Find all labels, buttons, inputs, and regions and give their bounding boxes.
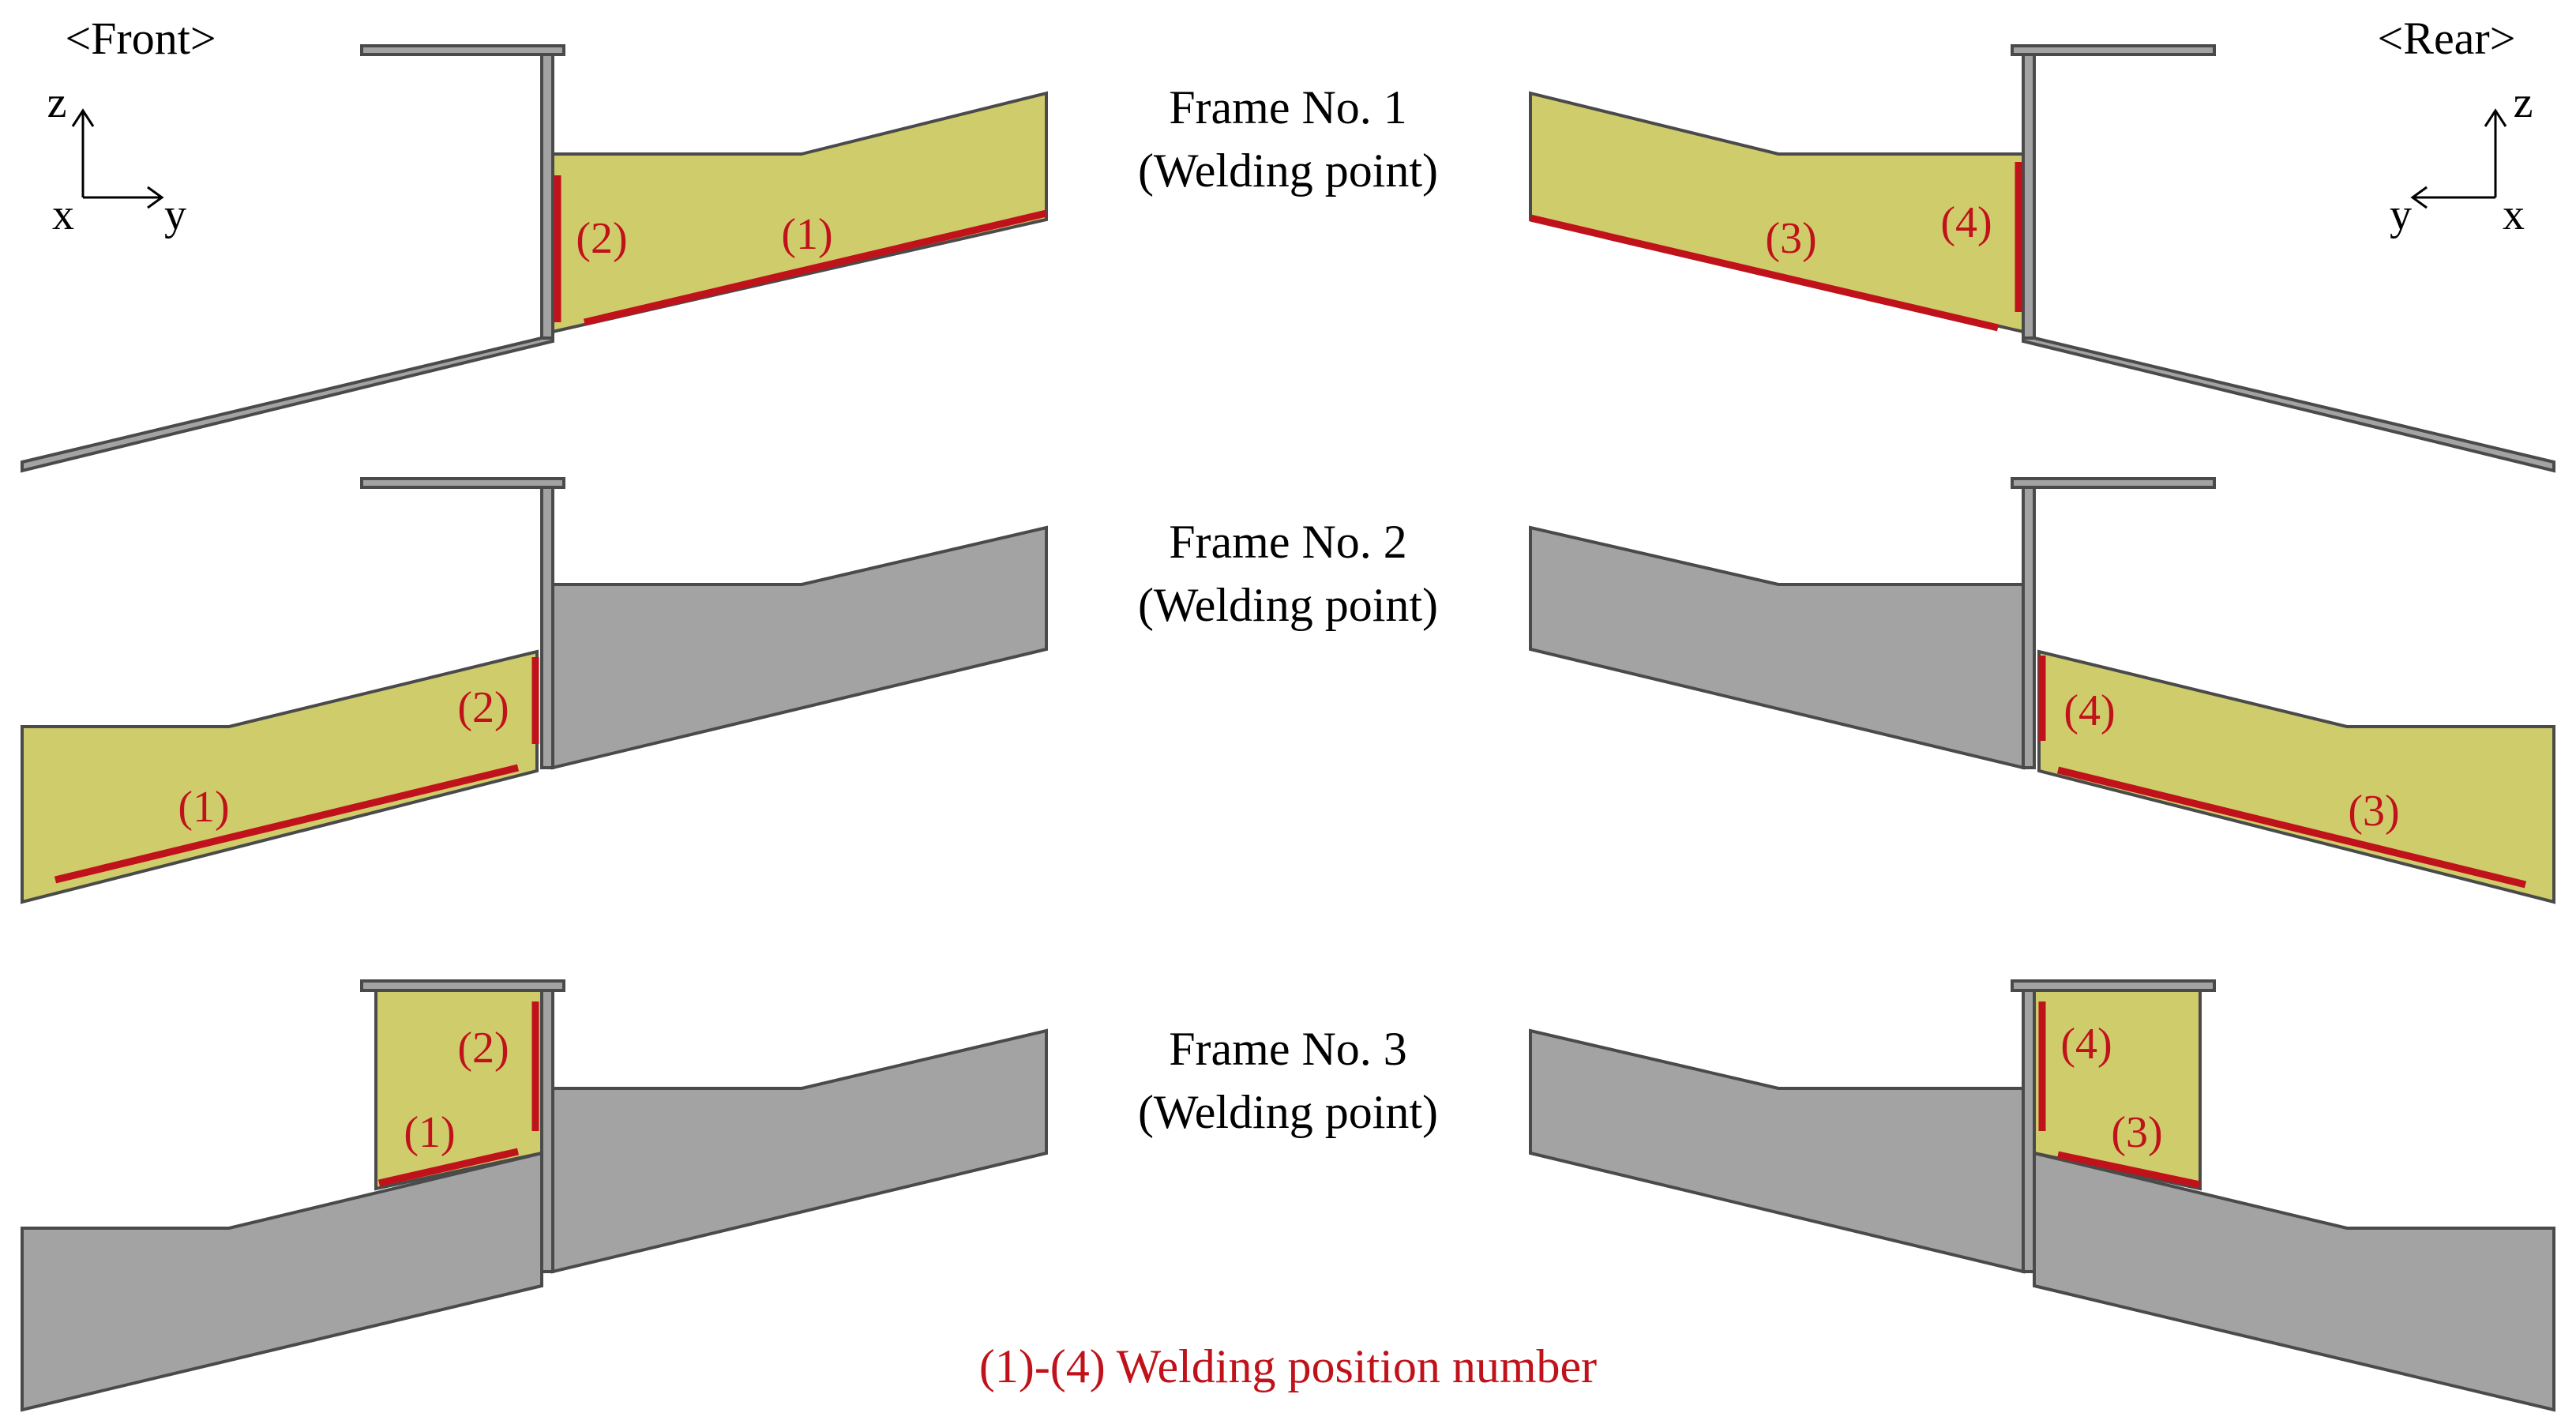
frame-3-front-lower-beam — [21, 1151, 543, 1412]
weld-label-4: (4) — [2060, 1020, 2112, 1069]
frame-3-front-flange — [360, 979, 565, 992]
frame-3-front-beam — [551, 1028, 1048, 1274]
frame-2-front-beam — [551, 525, 1048, 770]
frame-1-front-flange — [360, 44, 565, 56]
frame-1-front-base-sheet — [21, 329, 554, 473]
weld-label-3: (3) — [2348, 787, 2399, 836]
frame-1-rear-base-sheet — [2022, 329, 2555, 473]
frame-2-subtitle: (Welding point) — [1138, 579, 1438, 631]
frame-2-rear-post — [2022, 483, 2036, 769]
frame-2-rear-welded-part — [2037, 649, 2555, 904]
weld-label-2: (2) — [576, 214, 627, 263]
frame-3-rear-post — [2022, 987, 2036, 1273]
frame-2-front-flange — [360, 477, 565, 489]
weld-line-1 — [583, 209, 1048, 326]
frame-2-rear: (4) (3) — [1529, 477, 2555, 904]
rear-axis-x: x — [2503, 190, 2525, 239]
weld-label-4: (4) — [1940, 198, 1992, 247]
weld-label-1: (1) — [178, 783, 229, 832]
weld-label-2: (2) — [457, 683, 509, 732]
weld-label-4: (4) — [2063, 686, 2115, 735]
front-axis-indicator: z x y — [47, 78, 186, 239]
frame-3-front: (2) (1) — [21, 979, 1048, 1412]
rear-axis-z: z — [2514, 78, 2533, 127]
frame-2-front: (2) (1) — [21, 477, 1048, 904]
frame-2-title: Frame No. 2 — [1169, 516, 1407, 568]
weld-line-3 — [2056, 766, 2527, 889]
frame-1-front-post — [540, 51, 554, 340]
frame-3-subtitle: (Welding point) — [1138, 1086, 1438, 1138]
weld-line-1 — [54, 764, 520, 884]
frame-1-rear-post — [2022, 51, 2036, 340]
weld-line-1 — [378, 1148, 519, 1187]
frame-1-rear-flange — [2011, 44, 2216, 56]
rear-view-label: <Rear> — [2378, 13, 2516, 64]
weld-line-3 — [2057, 1151, 2201, 1189]
front-axis-y: y — [164, 190, 186, 239]
frame-3-rear: (4) (3) — [1529, 979, 2555, 1412]
frame-2-front-post — [540, 483, 554, 769]
weld-label-1: (1) — [404, 1108, 455, 1157]
frame-1-front: (2) (1) — [21, 44, 1048, 473]
frame-3-rear-lower-beam — [2033, 1151, 2555, 1412]
rear-axis-indicator: z y x — [2390, 78, 2533, 239]
frame-1-title: Frame No. 1 — [1169, 81, 1407, 133]
front-axis-z: z — [47, 78, 67, 127]
frame-3-rear-welded-part — [2033, 987, 2202, 1191]
frame-3-rear-beam — [1529, 1028, 2025, 1274]
frame-3-front-welded-part — [374, 987, 543, 1191]
frame-3-rear-flange — [2011, 979, 2216, 992]
weld-position-legend: (1)-(4) Welding position number — [979, 1340, 1597, 1392]
frame-1-subtitle: (Welding point) — [1138, 145, 1438, 197]
rear-axis-y: y — [2390, 190, 2412, 239]
weld-label-2: (2) — [457, 1024, 509, 1073]
front-view-label: <Front> — [65, 13, 216, 64]
frame-2-rear-flange — [2011, 477, 2216, 489]
weld-label-1: (1) — [781, 210, 832, 259]
weld-label-3: (3) — [1765, 214, 1816, 263]
frame-2-rear-beam — [1529, 525, 2025, 770]
front-axis-x: x — [52, 190, 74, 239]
frame-1-rear: (3) (4) — [1529, 44, 2555, 473]
weld-line-3 — [1529, 214, 2000, 332]
frame-3-title: Frame No. 3 — [1169, 1023, 1407, 1075]
weld-label-3: (3) — [2111, 1108, 2162, 1157]
frame-3-front-post — [540, 987, 554, 1273]
